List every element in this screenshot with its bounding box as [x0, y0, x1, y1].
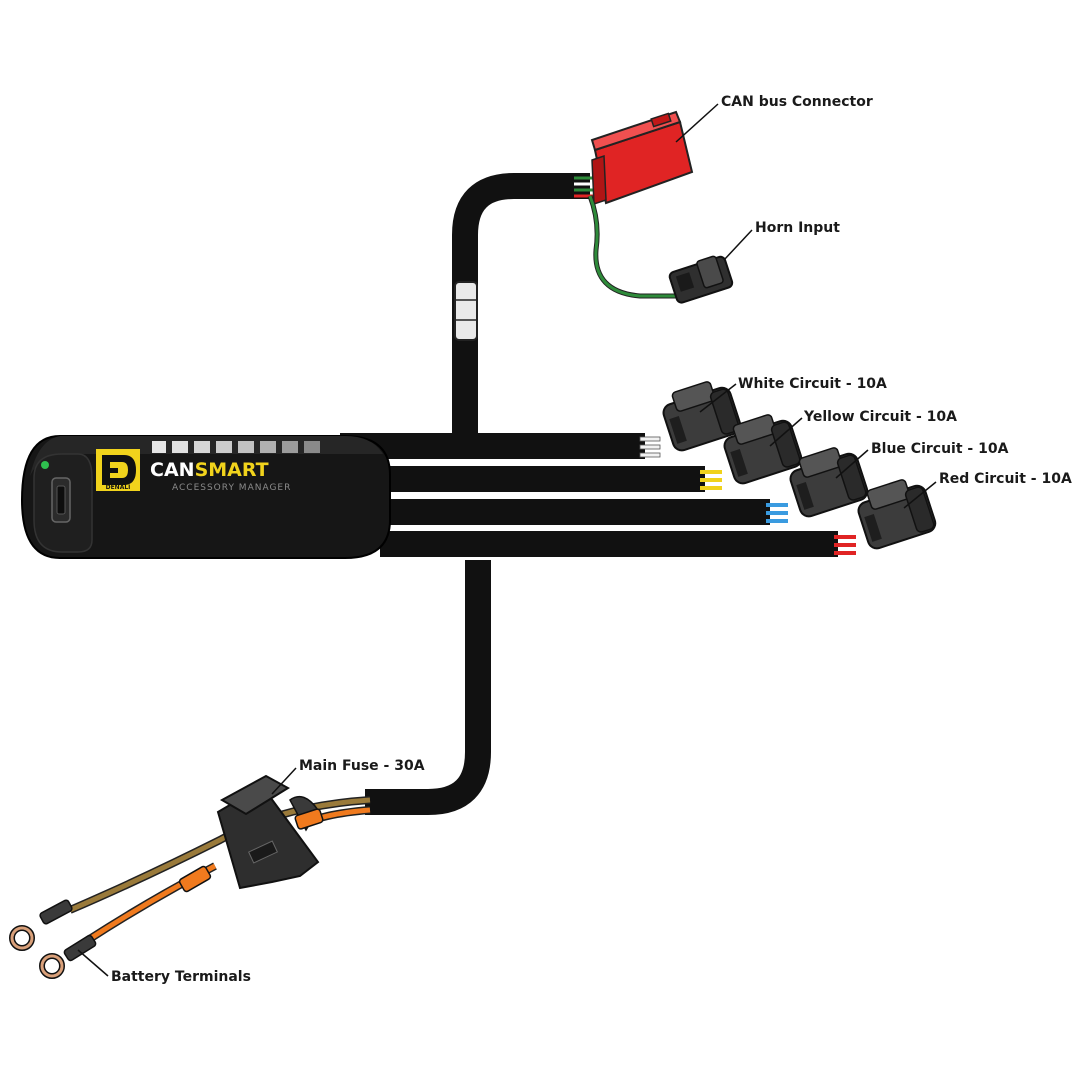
- brand-subtitle: ACCESSORY MANAGER: [172, 483, 291, 493]
- callout-leaders: [77, 103, 937, 977]
- label-yellow-circuit: Yellow Circuit - 10A: [803, 409, 957, 425]
- brand-smart: SMART: [195, 459, 269, 481]
- blue-circuit-cable: [370, 499, 788, 525]
- svg-text:CANSMART: CANSMART: [150, 459, 269, 481]
- label-battery-terminals: Battery Terminals: [111, 969, 251, 985]
- label-main-fuse: Main Fuse - 30A: [299, 758, 425, 774]
- red-circuit-cable: [380, 531, 856, 557]
- brand-maker: DENALI: [106, 484, 131, 491]
- label-horn-input: Horn Input: [755, 220, 840, 236]
- main-fuse-holder: [178, 774, 324, 893]
- cansmart-module: DENALI CANSMART ACCESSORY MANAGER: [20, 435, 391, 559]
- label-red-circuit: Red Circuit - 10A: [939, 471, 1072, 487]
- white-circuit-cable: [340, 433, 661, 459]
- inline-splice: [454, 281, 478, 341]
- red-circuit-connector: [857, 479, 937, 550]
- denali-logo-icon: DENALI: [96, 449, 140, 491]
- brand-can: CAN: [150, 459, 195, 481]
- label-white-circuit: White Circuit - 10A: [738, 376, 887, 392]
- horn-connector: [668, 255, 734, 304]
- can-bus-connector: [590, 110, 694, 206]
- battery-positive-terminal: [39, 934, 97, 979]
- label-can-bus-connector: CAN bus Connector: [721, 94, 873, 110]
- battery-negative-terminal: [9, 899, 73, 951]
- white-circuit-connector: [662, 381, 742, 452]
- status-led: [41, 461, 49, 469]
- label-blue-circuit: Blue Circuit - 10A: [871, 441, 1009, 457]
- blue-circuit-connector: [789, 447, 869, 518]
- led-level-bar: [152, 441, 320, 453]
- can-trunk-cable: [452, 173, 590, 440]
- power-trunk-cable: [365, 560, 491, 815]
- usb-port-icon: [51, 477, 71, 523]
- yellow-circuit-cable: [360, 466, 722, 492]
